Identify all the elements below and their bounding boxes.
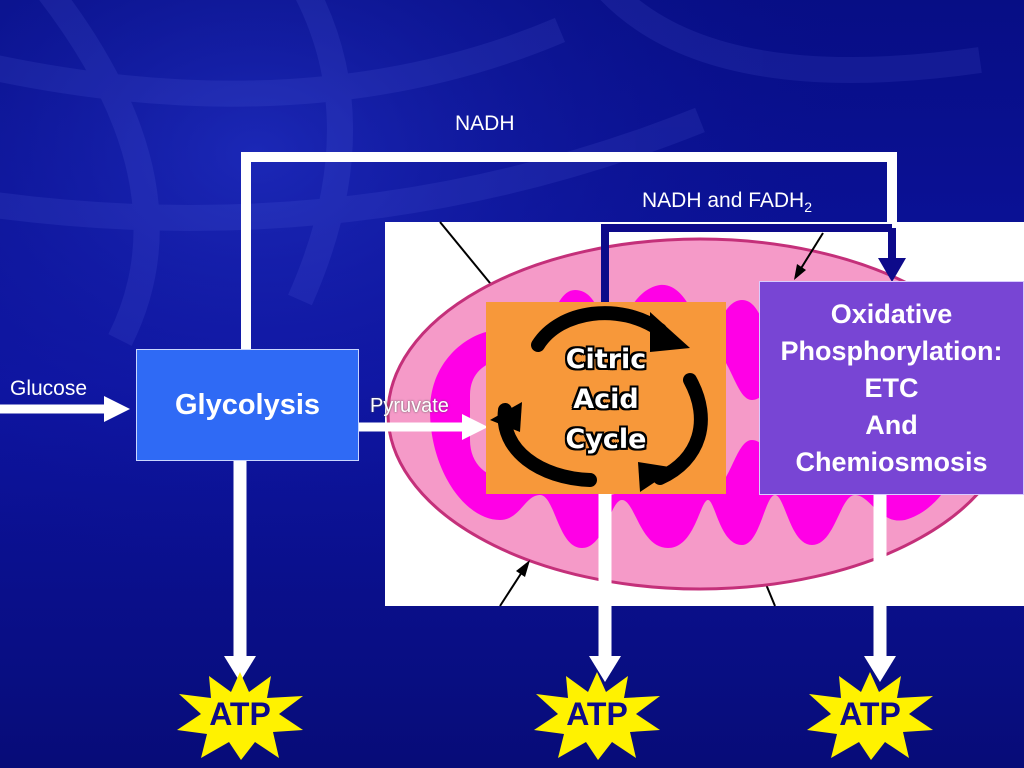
citric-line-1: Citric [565, 344, 647, 375]
oxphos-line-1: Oxidative [830, 298, 953, 329]
pointer-arrow-lower [499, 571, 523, 607]
nadh-arrow-head [878, 258, 906, 282]
nadh-fadh2-label: NADH and FADH2 [642, 189, 812, 215]
atp-label-citric: ATP [566, 696, 628, 732]
nadh-fadh2-subscript: 2 [804, 199, 813, 216]
atp-label-glycolysis: ATP [209, 696, 271, 732]
glucose-label: Glucose [10, 377, 88, 400]
atp-arrow-glycolysis-head [224, 656, 256, 682]
glycolysis-box: Glycolysis [136, 349, 359, 461]
citric-line-2: Acid [573, 384, 639, 415]
citric-acid-cycle-label: Citric Acid Cycle [486, 340, 726, 460]
pyruvate-label: Pyruvate [370, 395, 449, 417]
glycolysis-label: Glycolysis [174, 388, 321, 421]
atp-burst-glycolysis-icon [177, 672, 303, 760]
pyruvate-arrow-head [462, 414, 488, 440]
oxphos-line-3: ETC [864, 372, 919, 403]
atp-arrow-citric-head [589, 656, 621, 682]
glucose-arrow-head [104, 396, 130, 422]
nadh-fadh2-text: NADH and FADH [642, 189, 805, 212]
nadh-label: NADH [455, 112, 515, 135]
oxphos-line-2: Phosphorylation: [780, 335, 1003, 366]
nadh-fadh2-arrow-line [601, 224, 892, 305]
atp-arrow-oxphos-head [864, 656, 896, 682]
nadh-arrow-line [241, 152, 897, 350]
atp-burst-oxphos-icon [807, 672, 933, 760]
cycle-arrowheads-icon [490, 312, 690, 492]
pointer-arrow-upper [799, 232, 824, 271]
oxidative-phosphorylation-box: Oxidative Phosphorylation: ETC And Chemi… [759, 281, 1024, 495]
oxphos-line-5: Chemiosmosis [795, 446, 988, 477]
pointer-arrow-upper-head [794, 264, 806, 280]
atp-label-oxphos: ATP [839, 696, 901, 732]
pointer-arrow-lower-head [516, 560, 530, 577]
oxphos-line-4: And [865, 409, 918, 440]
citric-line-3: Cycle [565, 424, 647, 455]
atp-burst-citric-icon [534, 672, 660, 760]
